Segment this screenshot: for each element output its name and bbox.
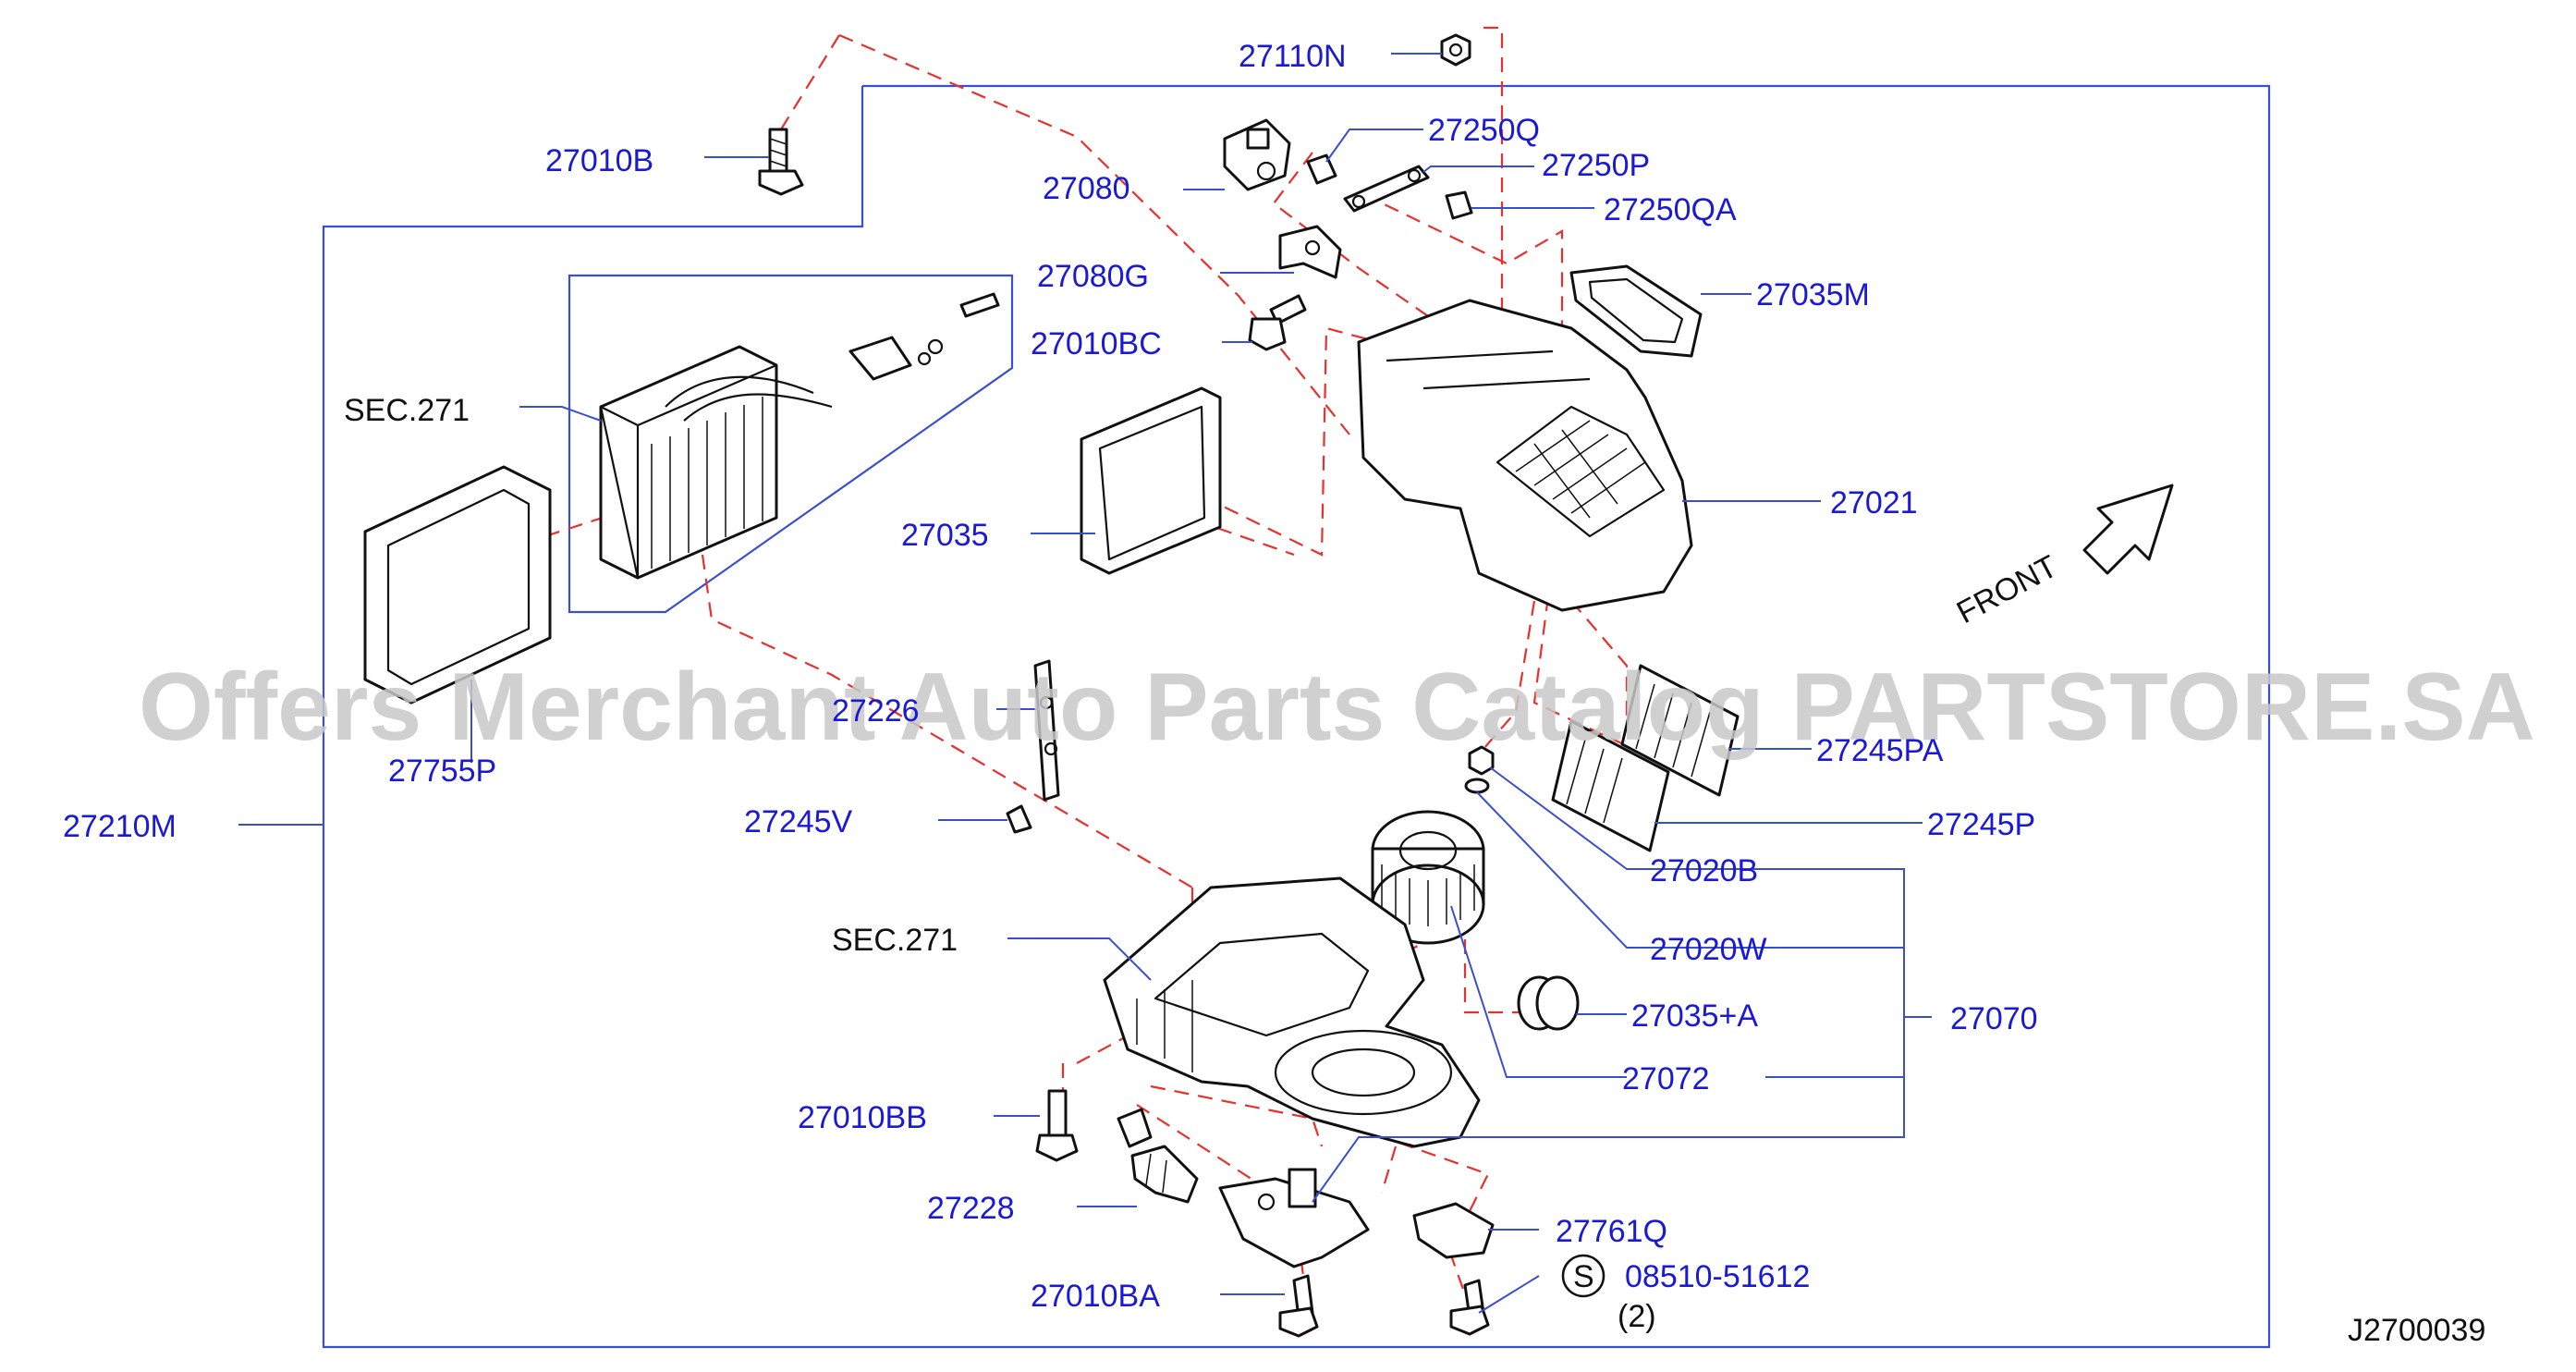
leader-lines (238, 53, 1932, 1314)
screw-symbol-circle (1561, 1254, 1605, 1298)
label-27010b: 27010B (545, 143, 653, 178)
label-27226: 27226 (832, 693, 920, 729)
evaporator-core (599, 292, 1000, 580)
intake-case-27021 (1357, 299, 1693, 612)
label-27020b: 27020B (1650, 853, 1758, 888)
label-27755p: 27755P (388, 753, 496, 789)
label-27080g: 27080G (1037, 259, 1149, 294)
seal-27035m (1569, 264, 1703, 358)
actuator-27080 (1223, 118, 1291, 191)
bolt-27010b (758, 128, 804, 196)
label-27110n: 27110N (1239, 39, 1347, 74)
screw-27010ba (1278, 1274, 1319, 1338)
evaporator-subframe (568, 274, 1014, 614)
label-27010bb: 27010BB (798, 1100, 927, 1135)
label-27761q: 27761Q (1556, 1214, 1667, 1249)
resistor-27035a (1517, 975, 1580, 1031)
screw-08510-51612 (1449, 1279, 1490, 1336)
nut-27020b (1468, 745, 1495, 776)
link-rod-27250p (1343, 165, 1430, 213)
label-27245pa: 27245PA (1816, 733, 1944, 768)
label-27072: 27072 (1622, 1061, 1710, 1096)
blower-case (1103, 876, 1481, 1148)
washer-27020w (1464, 778, 1490, 794)
label-27210m: 27210M (63, 809, 177, 844)
label-27070: 27070 (1950, 1001, 2038, 1036)
label-sec271-top: SEC.271 (344, 393, 470, 428)
label-27010ba: 27010BA (1031, 1279, 1160, 1314)
label-27035m: 27035M (1756, 277, 1870, 312)
blower-fan-27072 (1371, 810, 1485, 945)
actuator-arm-27226 (1033, 659, 1060, 802)
filter-27245p (1551, 719, 1670, 852)
label-27020w: 27020W (1650, 932, 1767, 967)
clip-27250qa (1445, 190, 1473, 220)
label-27250p: 27250P (1542, 148, 1650, 183)
front-label: FRONT (1951, 549, 2063, 631)
front-arrow-icon (2082, 484, 2174, 575)
label-27245p: 27245P (1927, 807, 2035, 842)
label-27245v: 27245V (744, 804, 853, 839)
label-27035a: 27035+A (1631, 998, 1758, 1034)
harness-27228 (1117, 1108, 1199, 1204)
screw-27010bc (1248, 294, 1307, 351)
bolt-27010bb (1035, 1089, 1079, 1162)
clip-27245v (1006, 804, 1032, 834)
watermark: Offers Merchant Auto Parts Catalog PARTS… (139, 654, 2535, 761)
assembly-frame (322, 84, 2271, 1349)
label-qty: (2) (1618, 1299, 1656, 1334)
reference-code: J2700039 (2348, 1313, 2485, 1348)
screw-symbol: S (1573, 1259, 1594, 1294)
label-sec271-bottom: SEC.271 (832, 923, 958, 958)
label-27080: 27080 (1043, 171, 1130, 206)
label-27010bc: 27010BC (1031, 326, 1162, 361)
bracket-27080g (1278, 225, 1342, 279)
label-27021: 27021 (1830, 485, 1918, 521)
blower-motor (1218, 1168, 1370, 1268)
filter-frame-27035 (1080, 386, 1222, 575)
label-27228: 27228 (927, 1191, 1015, 1226)
filter-27245pa (1620, 664, 1740, 797)
nut-27110n (1440, 33, 1471, 67)
cover-27761q (1412, 1202, 1495, 1259)
label-27250qa: 27250QA (1604, 192, 1737, 227)
label-08510-51612: 08510-51612 (1625, 1259, 1810, 1294)
label-27250q: 27250Q (1428, 113, 1540, 148)
gasket-27755p (363, 465, 552, 704)
clip-27250q (1306, 153, 1337, 185)
label-27035: 27035 (901, 518, 989, 553)
